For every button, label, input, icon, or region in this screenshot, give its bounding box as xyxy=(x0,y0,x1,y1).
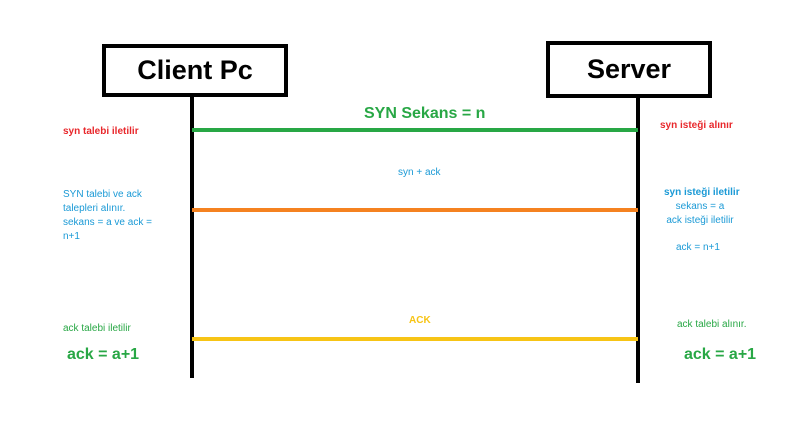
client-ack-value: ack = a+1 xyxy=(67,346,140,363)
syn-message-line xyxy=(192,128,638,132)
server-synack-value: ack = n+1 xyxy=(676,242,720,253)
server-label: Server xyxy=(586,54,672,84)
server-synack-note-line: syn isteği iletilir xyxy=(664,187,740,198)
client-synack-note-line: talepleri alınır. xyxy=(63,203,126,214)
server-lifeline xyxy=(636,98,640,383)
client-syn-note: syn talebi iletilir xyxy=(63,126,139,137)
client-pc-label: Client Pc xyxy=(137,55,253,85)
server-synack-note: syn isteği iletilir sekans = a ack isteğ… xyxy=(664,186,740,228)
client-synack-note-line: SYN talebi ve ack xyxy=(63,189,142,200)
server-ack-value: ack = a+1 xyxy=(684,346,757,363)
synack-message-label: syn + ack xyxy=(398,167,441,178)
synack-message-line xyxy=(192,208,638,212)
server-box: Server xyxy=(546,41,712,98)
server-syn-note: syn isteği alınır xyxy=(660,120,733,131)
server-synack-note-line: ack isteği iletilir xyxy=(666,215,734,226)
server-ack-note: ack talebi alınır. xyxy=(677,319,747,330)
ack-message-line xyxy=(192,337,638,341)
client-ack-note: ack talebi iletilir xyxy=(63,323,131,334)
ack-message-label: ACK xyxy=(409,315,431,326)
client-lifeline xyxy=(190,97,194,378)
client-synack-note-line: n+1 xyxy=(63,231,80,242)
syn-message-label: SYN Sekans = n xyxy=(364,105,486,122)
client-pc-box: Client Pc xyxy=(102,44,288,97)
client-synack-note: SYN talebi ve ack talepleri alınır. seka… xyxy=(63,188,152,244)
client-synack-note-line: sekans = a ve ack = xyxy=(63,217,152,228)
server-synack-note-line: sekans = a xyxy=(675,201,725,212)
